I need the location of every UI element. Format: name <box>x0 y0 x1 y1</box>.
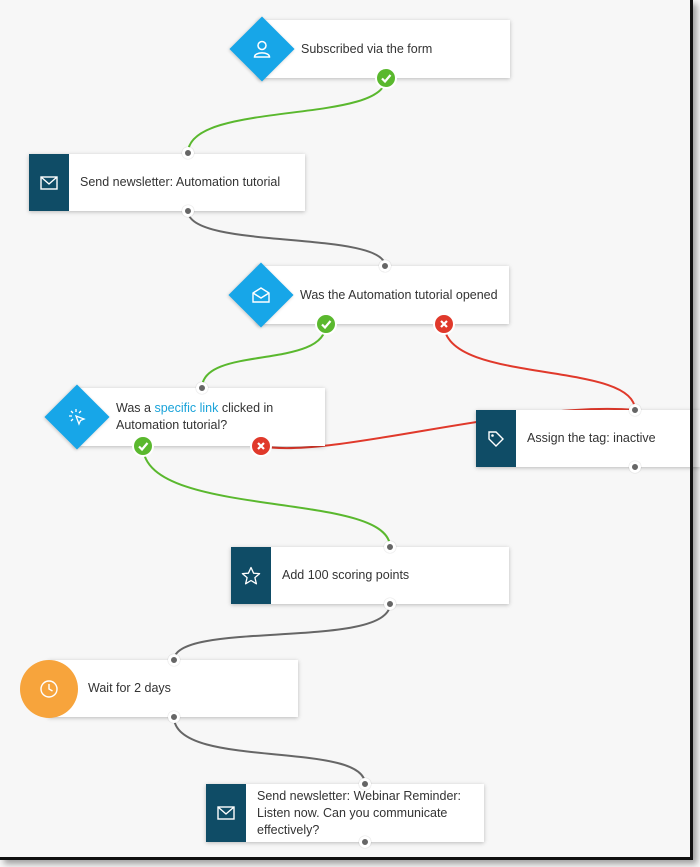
connector-dot[interactable] <box>384 598 396 610</box>
link-send-to-opened <box>187 210 386 267</box>
check-icon <box>381 74 392 84</box>
tag-icon <box>488 430 504 447</box>
link-clicked-yes-to-score <box>142 445 391 548</box>
node-score[interactable]: Add 100 scoring points <box>231 547 509 604</box>
connector-dot[interactable] <box>168 711 180 723</box>
connector-dot[interactable] <box>168 654 180 666</box>
node-score-label: Add 100 scoring points <box>282 568 410 582</box>
clock-icon <box>40 680 58 698</box>
node-send-reminder-label: Send newsletter: Webinar Reminder: Liste… <box>257 788 462 837</box>
connector-dot[interactable] <box>182 205 194 217</box>
node-opened[interactable]: Was the Automation tutorial opened <box>257 266 509 324</box>
node-wait[interactable]: Wait for 2 days <box>48 660 298 717</box>
node-send-reminder[interactable]: Send newsletter: Webinar Reminder: Liste… <box>206 784 484 842</box>
connector-dot[interactable] <box>629 404 641 416</box>
link-wait-to-reminder <box>173 716 366 785</box>
envelope-icon <box>217 806 235 820</box>
specific-link[interactable]: specific link <box>154 401 219 415</box>
connector-dot[interactable] <box>629 461 641 473</box>
node-tag-label: Assign the tag: inactive <box>527 431 656 445</box>
node-clicked-label-start: Was a <box>116 401 155 415</box>
node-clicked[interactable]: Was a specific link clicked in Automatio… <box>74 388 325 446</box>
connector-dot[interactable] <box>196 382 208 394</box>
node-send-tutorial[interactable]: Send newsletter: Automation tutorial <box>29 154 305 211</box>
connector-dot[interactable] <box>384 541 396 553</box>
cross-icon <box>440 320 448 328</box>
node-opened-label: Was the Automation tutorial opened <box>300 287 498 302</box>
action-box <box>29 154 69 211</box>
check-icon <box>138 442 149 452</box>
star-icon <box>241 566 261 584</box>
no-badge[interactable] <box>433 313 455 335</box>
timer-circle <box>20 660 78 718</box>
node-clicked-label-end: clicked in Automation tutorial? <box>116 401 274 432</box>
check-icon <box>321 320 332 330</box>
user-icon <box>239 26 285 72</box>
link-opened-yes-to-clicked <box>201 323 327 389</box>
connector-dot[interactable] <box>182 147 194 159</box>
cursor-click-icon <box>54 394 100 440</box>
yes-badge[interactable] <box>375 67 397 89</box>
yes-badge[interactable] <box>315 313 337 335</box>
connector-dot[interactable] <box>359 778 371 790</box>
action-box <box>206 784 246 842</box>
link-score-to-wait <box>173 603 391 661</box>
link-subscribed-to-send <box>187 77 387 154</box>
node-wait-label: Wait for 2 days <box>88 681 171 695</box>
node-subscribed-label: Subscribed via the form <box>301 41 433 56</box>
connector-dot[interactable] <box>379 260 391 272</box>
link-clicked-no-to-tag <box>260 407 636 450</box>
connector-dot[interactable] <box>359 836 371 848</box>
yes-badge[interactable] <box>132 435 154 457</box>
cross-icon <box>257 442 265 450</box>
envelope-icon <box>40 175 58 190</box>
link-opened-no-to-tag <box>443 323 636 411</box>
node-send-tutorial-label: Send newsletter: Automation tutorial <box>80 175 281 189</box>
open-envelope-icon <box>238 272 284 318</box>
node-clicked-label: Was a specific link clicked in Automatio… <box>116 400 317 434</box>
action-box <box>476 410 516 467</box>
action-box <box>231 547 271 604</box>
no-badge[interactable] <box>250 435 272 457</box>
